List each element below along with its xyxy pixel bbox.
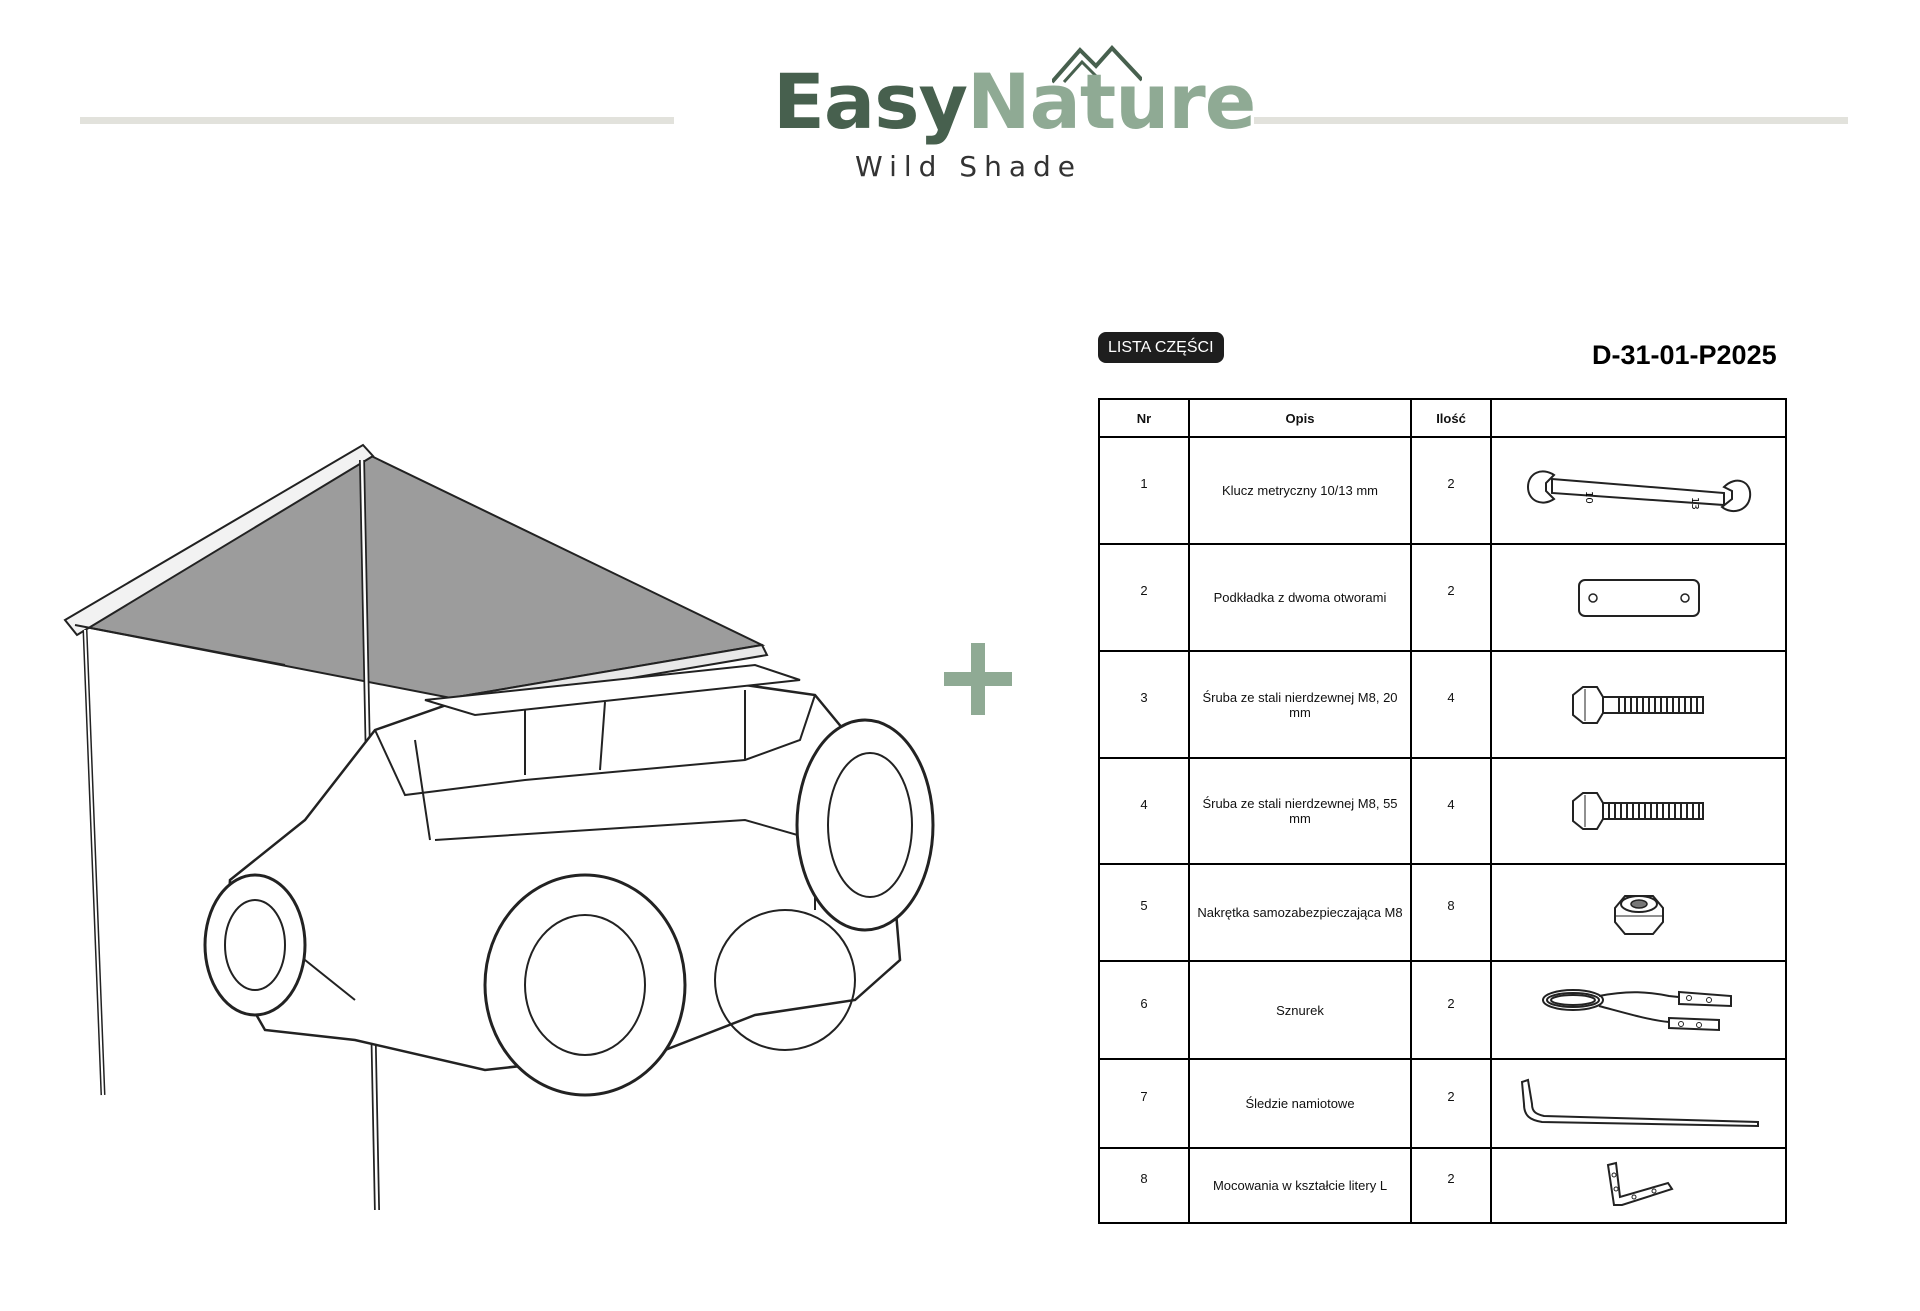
product-code: D-31-01-P2025 xyxy=(1592,340,1777,370)
header-rule-left xyxy=(80,117,674,124)
row-nr: 3 xyxy=(1098,650,1190,759)
wrench-icon: 10 13 xyxy=(1526,470,1751,512)
row-nr: 7 xyxy=(1098,1058,1190,1149)
header-ilosc: Ilość xyxy=(1410,398,1492,438)
row-ilosc: 2 xyxy=(1410,436,1492,545)
brand-tagline: Wild Shade xyxy=(855,150,1082,183)
row-ilosc: 2 xyxy=(1410,543,1492,652)
row-image xyxy=(1490,960,1787,1060)
row-image xyxy=(1490,757,1787,865)
row-ilosc: 4 xyxy=(1410,650,1492,759)
row-ilosc: 2 xyxy=(1410,1058,1492,1149)
tent-peg-icon xyxy=(1520,1078,1759,1127)
table-row: 4 Śruba ze stali nierdzewnej M8, 55 mm 4 xyxy=(1098,757,1787,865)
brand-name-part1: Easy xyxy=(773,57,968,146)
lock-nut-icon xyxy=(1613,894,1664,935)
table-row: 7 Śledzie namiotowe 2 xyxy=(1098,1058,1787,1149)
table-row: 6 Sznurek 2 xyxy=(1098,960,1787,1060)
row-nr: 5 xyxy=(1098,863,1190,962)
table-header-row: Nr Opis Ilość xyxy=(1098,398,1787,438)
row-opis: Sznurek xyxy=(1188,960,1412,1060)
table-row: 1 Klucz metryczny 10/13 mm 2 10 13 xyxy=(1098,436,1787,545)
plus-icon xyxy=(944,643,1012,715)
short-bolt-icon xyxy=(1571,685,1704,724)
table-row: 2 Podkładka z dwoma otworami 2 xyxy=(1098,543,1787,652)
wrench-label-13: 13 xyxy=(1689,497,1700,510)
row-ilosc: 4 xyxy=(1410,757,1492,865)
brand-name: EasyNature xyxy=(773,64,1256,140)
header-image xyxy=(1490,398,1787,438)
header-opis: Opis xyxy=(1188,398,1412,438)
row-opis: Nakrętka samozabezpieczająca M8 xyxy=(1188,863,1412,962)
row-nr: 8 xyxy=(1098,1147,1190,1224)
header-nr: Nr xyxy=(1098,398,1190,438)
row-nr: 1 xyxy=(1098,436,1190,545)
washer-plate-icon xyxy=(1577,578,1700,617)
table-row: 5 Nakrętka samozabezpieczająca M8 8 xyxy=(1098,863,1787,962)
wrench-label-10: 10 xyxy=(1583,491,1594,504)
row-nr: 2 xyxy=(1098,543,1190,652)
row-ilosc: 2 xyxy=(1410,1147,1492,1224)
row-image: 10 13 xyxy=(1490,436,1787,545)
brand-name-part2: Nature xyxy=(966,57,1256,146)
row-nr: 6 xyxy=(1098,960,1190,1060)
row-opis: Klucz metryczny 10/13 mm xyxy=(1188,436,1412,545)
row-image xyxy=(1490,1147,1787,1224)
mountain-icon xyxy=(1052,45,1142,84)
table-row: 3 Śruba ze stali nierdzewnej M8, 20 mm 4 xyxy=(1098,650,1787,759)
row-ilosc: 8 xyxy=(1410,863,1492,962)
header-rule-right xyxy=(1254,117,1848,124)
row-image xyxy=(1490,650,1787,759)
row-image xyxy=(1490,863,1787,962)
row-opis: Śledzie namiotowe xyxy=(1188,1058,1412,1149)
row-opis: Mocowania w kształcie litery L xyxy=(1188,1147,1412,1224)
row-ilosc: 2 xyxy=(1410,960,1492,1060)
row-nr: 4 xyxy=(1098,757,1190,865)
vehicle-awning-illustration xyxy=(63,443,935,1211)
row-opis: Śruba ze stali nierdzewnej M8, 20 mm xyxy=(1188,650,1412,759)
l-bracket-icon xyxy=(1606,1161,1674,1206)
row-image xyxy=(1490,543,1787,652)
long-bolt-icon xyxy=(1571,792,1704,830)
table-row: 8 Mocowania w kształcie litery L 2 xyxy=(1098,1147,1787,1224)
row-image xyxy=(1490,1058,1787,1149)
row-opis: Śruba ze stali nierdzewnej M8, 55 mm xyxy=(1188,757,1412,865)
brand-logo: EasyNature Wild Shade xyxy=(770,44,1256,184)
row-opis: Podkładka z dwoma otworami xyxy=(1188,543,1412,652)
parts-list-badge: LISTA CZĘŚCI xyxy=(1098,332,1224,363)
rope-icon xyxy=(1541,989,1732,1032)
parts-table: Nr Opis Ilość 1 Klucz metryczny 10/13 mm… xyxy=(1098,398,1787,1224)
